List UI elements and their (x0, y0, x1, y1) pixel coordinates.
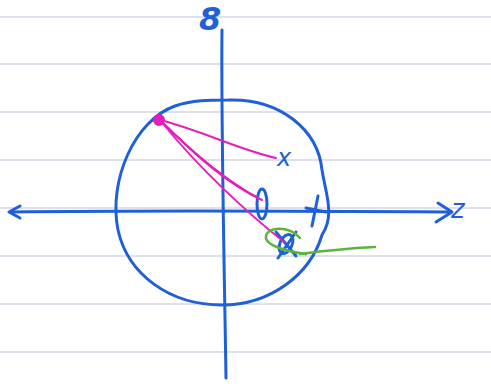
green-loop (266, 229, 306, 254)
cornea-tick (306, 208, 326, 212)
green-leader (300, 247, 375, 254)
ray-to-lens (160, 120, 258, 198)
horizontal-axis (10, 211, 450, 212)
point-label: x (277, 146, 291, 170)
axis-label: 8 (199, 3, 221, 35)
retina-cross (276, 232, 296, 258)
ray-to-point (160, 120, 276, 158)
vertical-axis (222, 30, 226, 378)
right-arrowhead (436, 203, 452, 222)
source-point (154, 115, 164, 125)
ruled-lines (0, 17, 491, 352)
left-arrowhead (9, 206, 20, 218)
lens (257, 189, 267, 219)
axis-label: z (451, 196, 465, 222)
ray-to-retina (160, 120, 284, 242)
ray-to-lens-2 (160, 120, 262, 200)
